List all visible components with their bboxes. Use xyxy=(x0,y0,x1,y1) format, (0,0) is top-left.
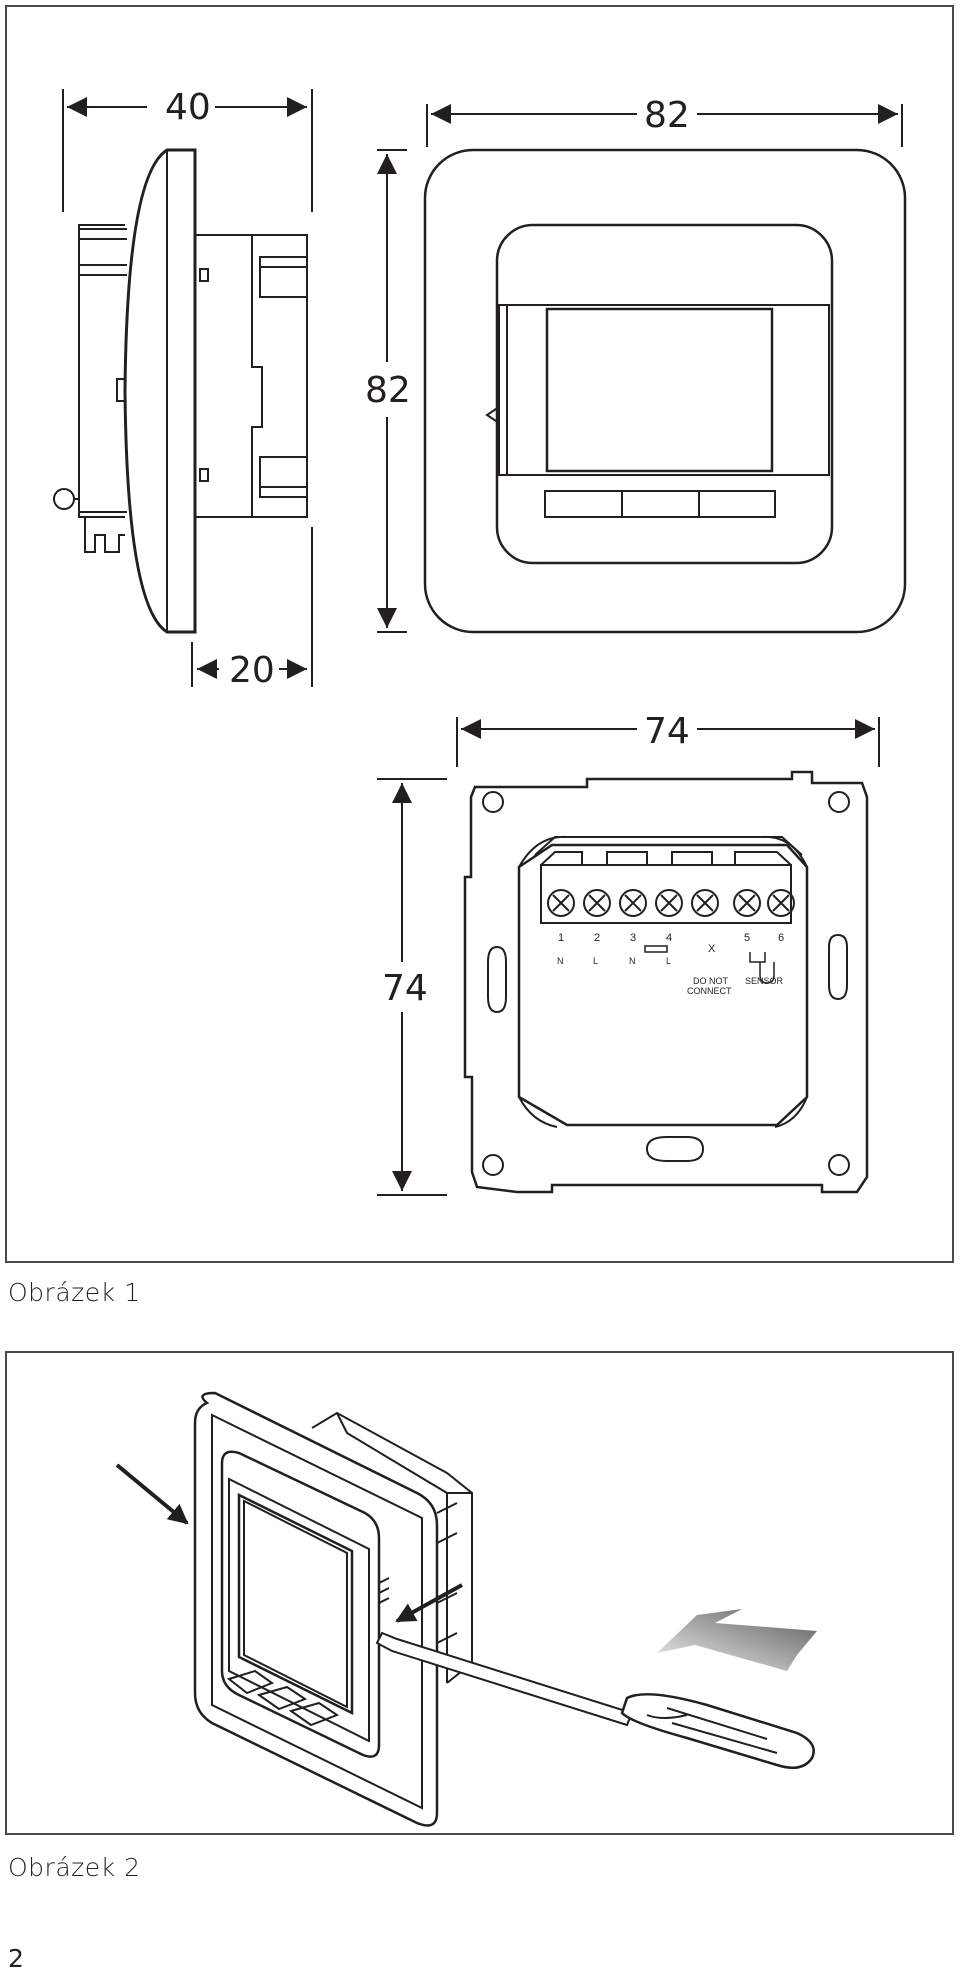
sensor-label: SENSOR xyxy=(745,976,784,986)
page-number: 2 xyxy=(8,1944,24,1973)
terminal-6-label: 6 xyxy=(778,932,784,944)
terminal-x-label: X xyxy=(708,943,716,955)
side-view xyxy=(53,89,313,687)
dim-side-depth-total: 40 xyxy=(165,87,211,128)
figure-2-drawing xyxy=(115,1391,817,1827)
back-view xyxy=(377,717,880,1196)
terminal-4-label: 4 xyxy=(666,932,672,944)
terminal-3-sub: N xyxy=(629,956,636,966)
lift-direction-arrow xyxy=(657,1609,817,1671)
dim-side-depth-body: 20 xyxy=(229,650,275,691)
terminal-2-sub: L xyxy=(593,956,598,966)
dim-back-width: 74 xyxy=(644,711,690,752)
terminal-5-label: 5 xyxy=(744,932,750,944)
figure-1-drawing: 40 20 82 82 74 74 1 2 3 4 X 5 6 N L N L … xyxy=(53,87,907,1196)
right-press-arrow xyxy=(395,1583,463,1623)
dim-back-height: 74 xyxy=(382,968,428,1009)
figure-1-frame: 40 20 82 82 74 74 1 2 3 4 X 5 6 N L N L … xyxy=(5,5,954,1263)
terminal-1-label: 1 xyxy=(558,932,564,944)
figure-2-frame xyxy=(5,1351,954,1835)
front-view xyxy=(377,104,907,634)
terminal-2-label: 2 xyxy=(594,932,600,944)
terminal-4-sub: L xyxy=(666,956,671,966)
figure-1-caption: Obrázek 1 xyxy=(8,1278,141,1307)
dim-front-width: 82 xyxy=(644,95,690,136)
do-not-connect-line2: CONNECT xyxy=(687,986,732,996)
do-not-connect-line1: DO NOT xyxy=(693,976,729,986)
thermostat-module xyxy=(220,1450,390,1758)
terminal-1-sub: N xyxy=(557,956,564,966)
screwdriver xyxy=(375,1631,815,1770)
terminal-3-label: 3 xyxy=(630,932,636,944)
left-press-arrow xyxy=(115,1463,189,1525)
figure-2-caption: Obrázek 2 xyxy=(8,1853,141,1882)
dim-front-height: 82 xyxy=(365,370,411,411)
